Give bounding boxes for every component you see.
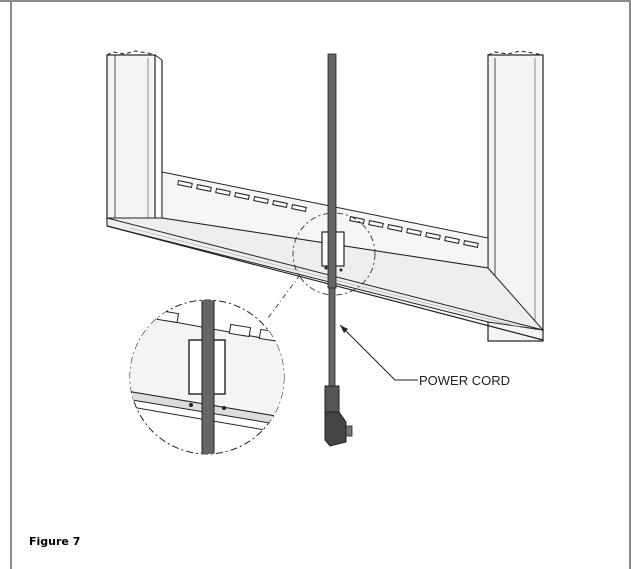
frame-top-border (0, 0, 631, 2)
frame-left-border (10, 0, 12, 569)
power-cord (324, 53, 353, 447)
figure-caption: Figure 7 (29, 535, 81, 548)
left-frame-post (106, 50, 163, 226)
magnified-inset (129, 299, 285, 455)
power-cord-callout: POWER CORD (339, 324, 510, 388)
inset-leader-lines (267, 274, 301, 319)
rail-slot-row (177, 180, 479, 248)
power-plug-icon (324, 385, 353, 447)
power-cord-label: POWER CORD (419, 373, 510, 388)
frame-right-border (629, 0, 631, 569)
